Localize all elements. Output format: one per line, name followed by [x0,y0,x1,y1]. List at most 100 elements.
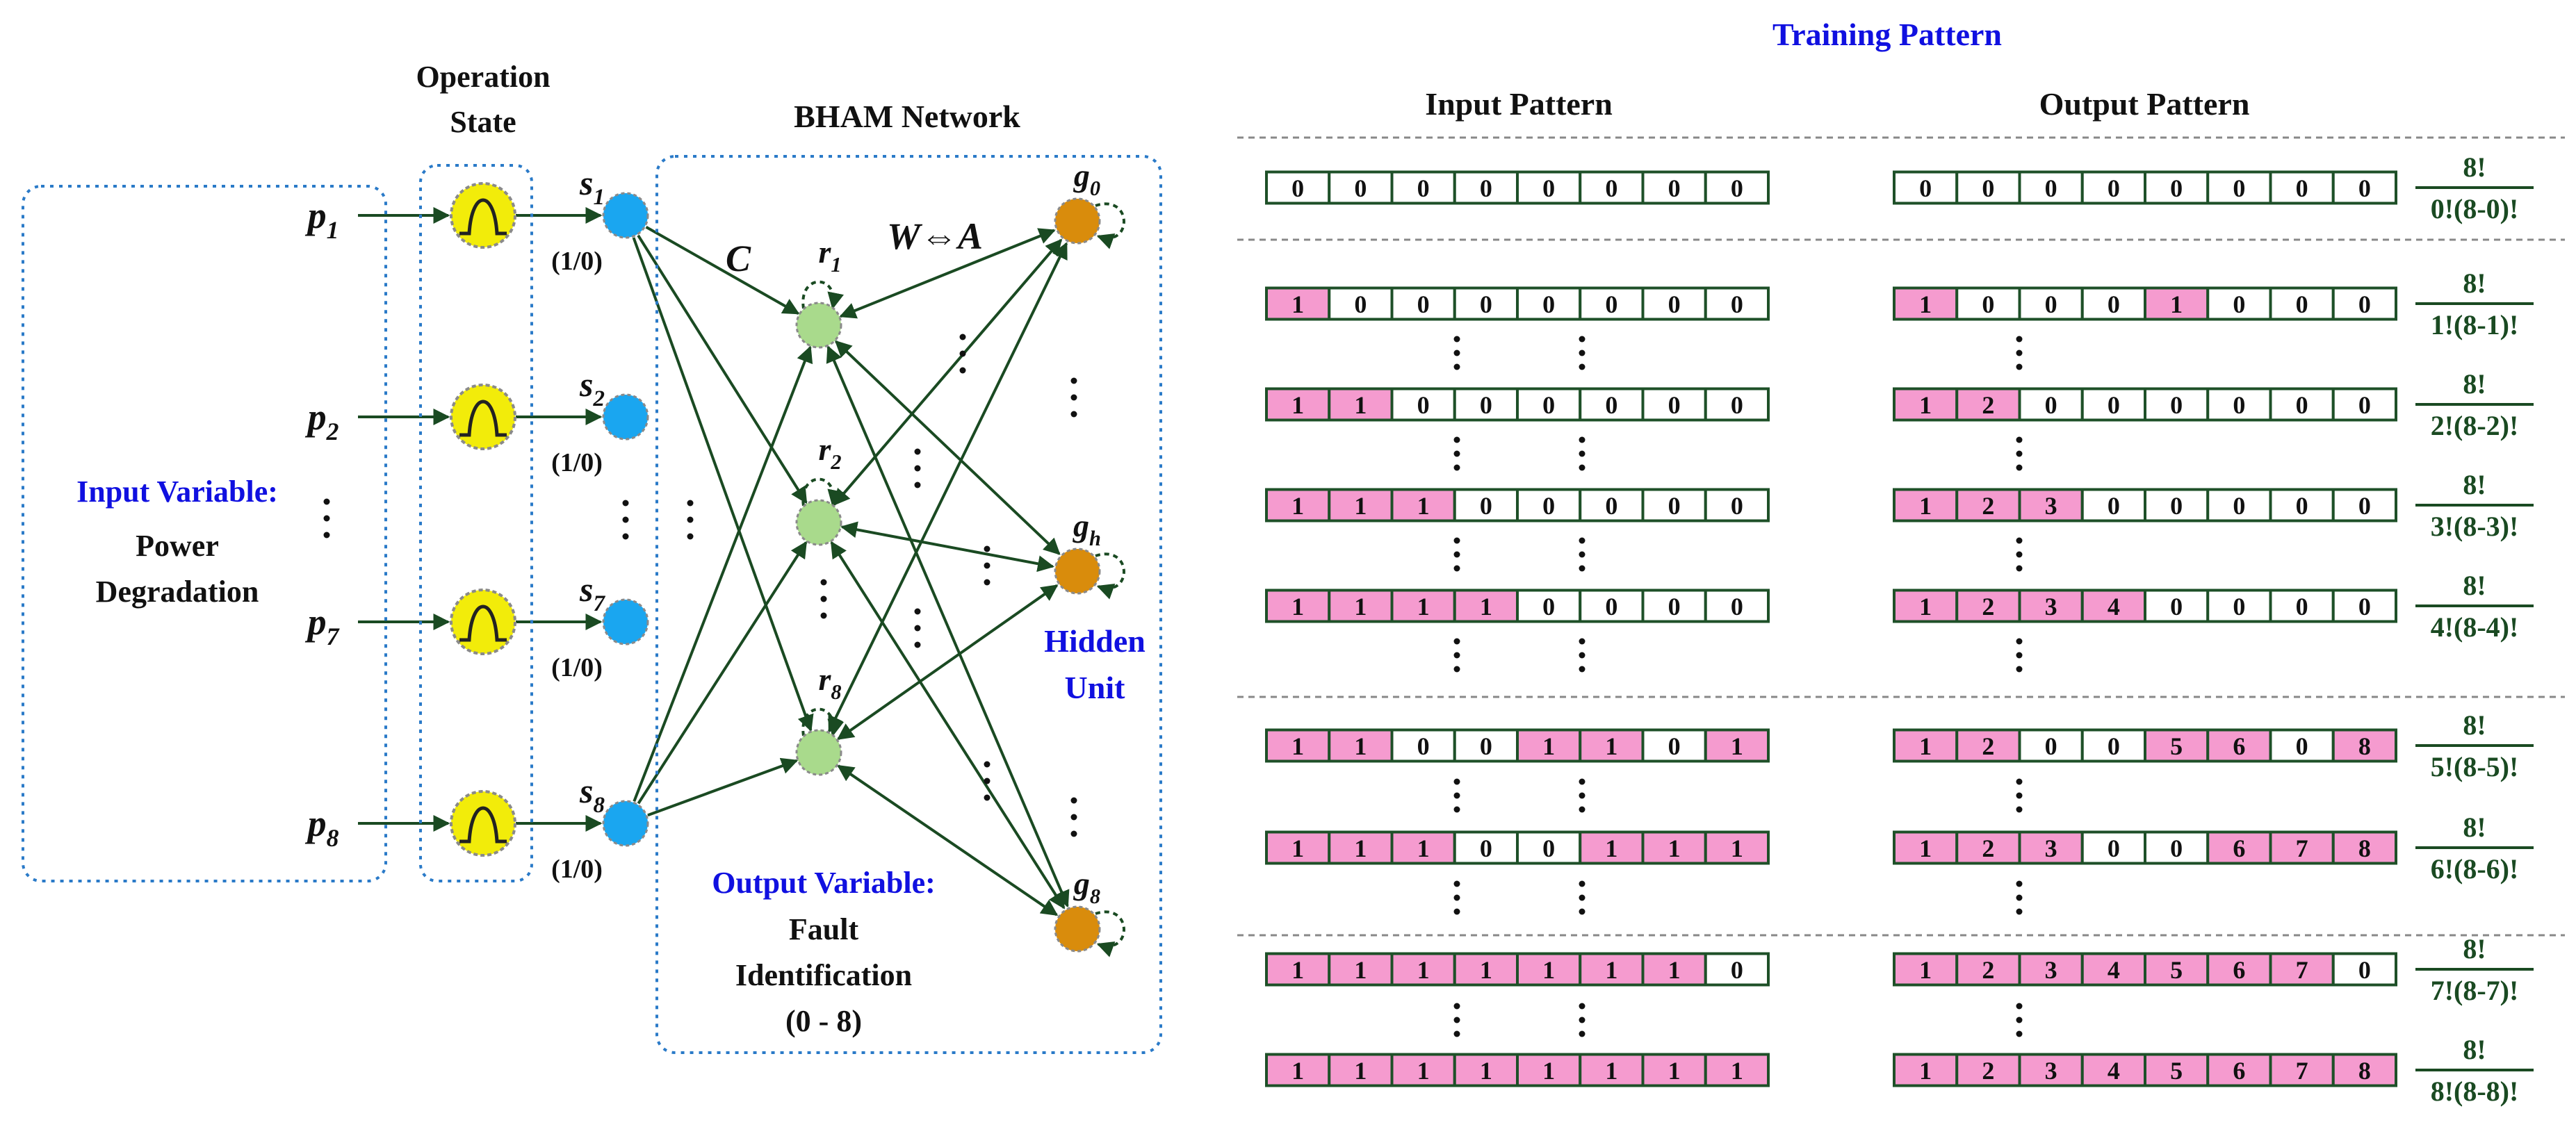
row-ellipsis [1453,363,1460,370]
output-cell-value: 0 [2108,732,2120,760]
input-cell-value: 1 [1291,1057,1304,1085]
row-ellipsis [2016,652,2023,659]
input-cell [1579,488,1645,523]
row-ellipsis [1579,894,1585,901]
g-self-loop [1095,552,1125,600]
input-cell [1390,286,1456,321]
output-cell-value: 0 [2358,290,2371,318]
output-cell-value: 0 [2108,834,2120,862]
input-cell [1579,170,1645,205]
output-cell [2269,488,2335,523]
input-cell-value: 1 [1291,492,1304,520]
input-cell-value: 1 [1731,732,1743,760]
link-ellipsis [914,608,921,615]
r-node-ellipsis [820,595,827,602]
combination-numerator: 8! [2463,151,2486,183]
row-ellipsis [1453,1003,1460,1010]
output-cell-value: 3 [2045,593,2057,620]
combination-numerator: 8! [2463,368,2486,400]
output-cell [2018,286,2084,321]
g-node-label-sub: 8 [1090,885,1100,908]
output-cell-value: 0 [2170,492,2183,520]
matrix-c-label: C [726,238,751,279]
output-cell [2331,830,2397,865]
input-cell-value: 0 [1542,834,1555,862]
input-cell [1328,952,1394,987]
output-cell-value: 0 [2045,290,2057,318]
row-ellipsis [1453,537,1460,544]
output-cell-value: 0 [2358,956,2371,984]
row-ellipsis [1453,436,1460,443]
g-node-label: g0 [1073,158,1100,200]
input-variable-line2: Degradation [96,575,259,609]
output-cell [2018,488,2084,523]
power-input-label-base: p [305,803,327,844]
output-cell-value: 8 [2358,732,2371,760]
row-ellipsis [2016,565,2023,572]
output-cell [2331,488,2397,523]
output-cell-value: 2 [1982,956,1994,984]
power-input-ellipsis [323,515,330,522]
row-ellipsis [1579,436,1585,443]
input-cell-value: 0 [1731,174,1743,202]
input-cell-value: 0 [1480,290,1492,318]
output-cell [2144,170,2210,205]
output-cell-value: 2 [1982,391,1994,419]
g-node-ellipsis [1070,814,1077,821]
combination-numerator: 8! [2463,570,2486,601]
state-node-value: (1/0) [551,448,603,477]
output-variable-line1: Fault [789,912,859,946]
state-node-label-sub: 2 [592,386,605,411]
input-cell-value: 1 [1417,593,1430,620]
output-cell [2269,952,2335,987]
input-cell [1704,830,1770,865]
row-ellipsis [2016,792,2023,799]
g-node-label: gh [1073,508,1101,550]
row-ellipsis [1453,565,1460,572]
state-node-label-base: s [579,570,593,609]
output-cell-value: 1 [2170,290,2183,318]
link-ellipsis [959,367,966,374]
state-node-label-sub: 1 [593,185,605,210]
input-cell-value: 1 [1291,593,1304,620]
output-cell-value: 0 [2233,391,2245,419]
input-cell-value: 1 [1291,956,1304,984]
output-cell-value: 0 [1982,174,1994,202]
r-node-label: r8 [818,661,841,704]
network-edges [358,202,1125,957]
continuation-dots [323,334,2023,1037]
row-ellipsis [1579,336,1585,343]
input-cell-value: 0 [1731,956,1743,984]
output-cell-value: 0 [2108,391,2120,419]
state-node-label: s2 [579,365,605,411]
bham-network-frame [655,155,1162,1054]
output-cell-value: 6 [2233,732,2245,760]
input-cell [1641,589,1707,623]
row-ellipsis [1579,1003,1585,1010]
input-cell-value: 1 [1542,956,1555,984]
input-cell-value: 0 [1605,492,1617,520]
output-cell [2080,952,2146,987]
state-to-r-edge [637,234,808,504]
output-cell-value: 0 [2358,391,2371,419]
state-node-label-base: s [579,163,593,202]
row-ellipsis [1453,880,1460,887]
output-cell-value: 0 [2233,492,2245,520]
combination-denominator: 3!(8-3)! [2431,511,2519,542]
output-cell [1893,952,1959,987]
r-node-ellipsis [820,579,827,586]
g-node-label-base: g [1073,158,1090,193]
combination-denominator: 4!(8-4)! [2431,611,2519,643]
output-cell [2144,589,2210,623]
input-cell [1390,728,1456,763]
dotted-frames [22,155,1162,1054]
output-cell [2144,728,2210,763]
r-node-label-sub: 8 [831,680,841,704]
g-node-label-sub: h [1089,527,1101,550]
input-cell-value: 0 [1417,174,1430,202]
input-cell-value: 1 [1668,956,1681,984]
state-node-label: s8 [579,771,605,818]
output-cell [2206,952,2272,987]
row-ellipsis [1579,551,1585,558]
